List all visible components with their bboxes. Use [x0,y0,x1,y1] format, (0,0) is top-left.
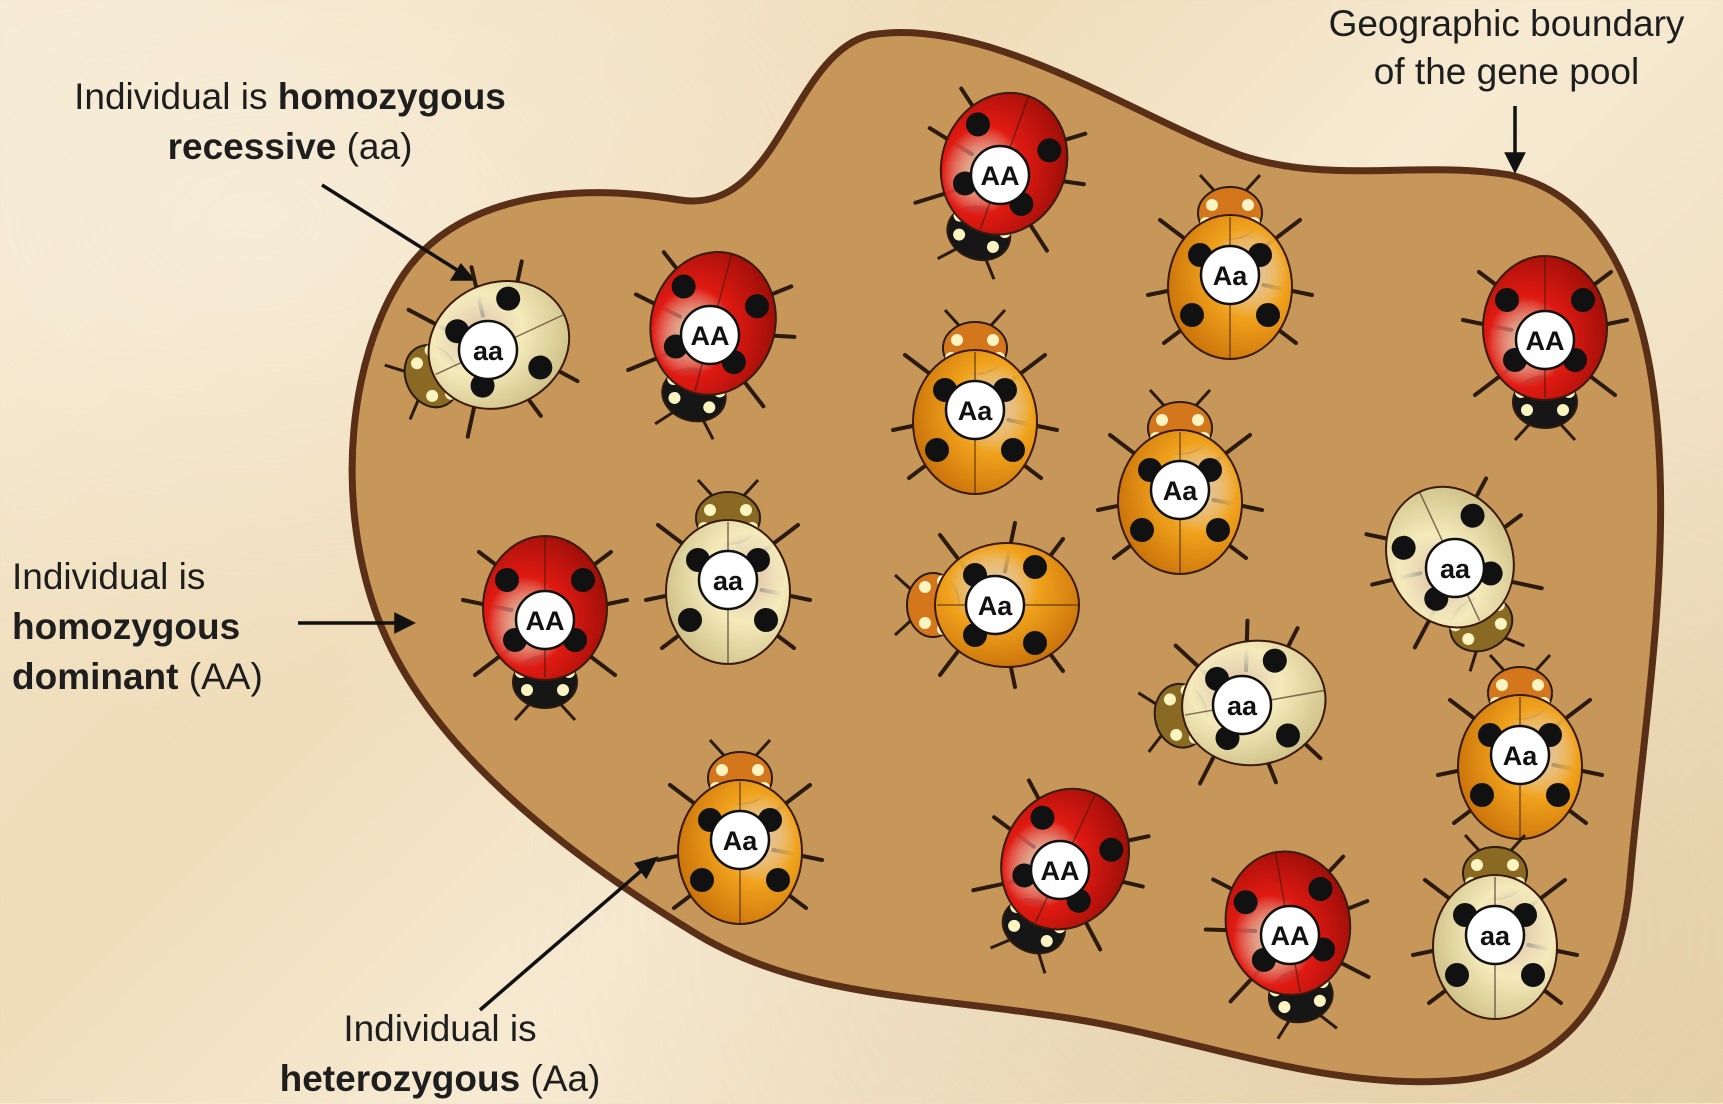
label-dominant-suffix: (AA) [178,656,262,697]
label-boundary-line1: Geographic boundary [1329,3,1685,44]
shell-spot [1521,963,1545,987]
head-spot [1206,199,1218,211]
head-spot [1521,404,1533,416]
head-spot [752,764,764,776]
head-spot [1557,404,1569,416]
shell-spot [1445,963,1469,987]
label-recessive-prefix: Individual is [74,76,278,117]
genotype-badge: aa [699,551,757,609]
genotype-label: Aa [978,591,1013,621]
head-spot [1507,859,1519,871]
label-homozygous-recessive: Individual is homozygous recessive (aa) [20,72,560,172]
genotype-label: aa [1227,691,1258,721]
genotype-label: AA [1271,921,1310,951]
genotype-badge: aa [1466,906,1524,964]
genotype-label: Aa [1213,261,1248,291]
genotype-badge: aa [1426,539,1484,597]
shell-spot [925,438,949,462]
genotype-label: Aa [1163,476,1198,506]
genotype-badge: AA [516,591,574,649]
label-recessive-bold2: recessive [168,126,337,167]
genotype-badge: Aa [711,811,769,869]
genotype-badge: Aa [946,381,1004,439]
genotype-label: AA [1041,856,1080,886]
shell-spot [1180,303,1204,327]
genotype-label: Aa [958,396,993,426]
genotype-badge: Aa [1151,461,1209,519]
label-hetero-suffix: (Aa) [520,1058,600,1099]
head-spot [1192,414,1204,426]
arrow-heterozygous [480,865,648,1010]
head-spot [987,334,999,346]
head-spot [919,617,931,629]
shell-spot [1470,783,1494,807]
genotype-label: AA [981,161,1020,191]
genotype-label: AA [1526,326,1565,356]
label-boundary-line2: of the gene pool [1374,51,1639,92]
shell-spot [1023,631,1047,655]
head-spot [951,334,963,346]
genotype-badge: Aa [966,576,1024,634]
genotype-label: aa [1480,921,1511,951]
label-dominant-line1: Individual is [12,556,205,597]
genotype-label: AA [691,321,730,351]
genotype-badge: AA [1031,841,1089,899]
label-dominant-bold1: homozygous [12,606,240,647]
shell-spot [1571,288,1595,312]
head-spot [1532,679,1544,691]
label-hetero-line1: Individual is [343,1008,536,1049]
head-spot [704,504,716,516]
shell-spot [766,868,790,892]
shell-spot [678,608,702,632]
shell-spot [495,568,519,592]
label-geographic-boundary: Geographic boundary of the gene pool [1290,0,1723,96]
shell-spot [1130,518,1154,542]
genotype-badge: aa [459,321,517,379]
head-spot [1156,414,1168,426]
head-spot [740,504,752,516]
label-recessive-bold1: homozygous [278,76,506,117]
head-spot [1242,199,1254,211]
shell-spot [571,568,595,592]
label-homozygous-dominant: Individual is homozygous dominant (AA) [12,552,312,702]
genotype-label: Aa [1503,741,1538,771]
genotype-badge: Aa [1201,246,1259,304]
genotype-badge: AA [971,146,1029,204]
label-dominant-bold2: dominant [12,656,178,697]
genotype-badge: AA [1516,311,1574,369]
genotype-badge: Aa [1491,726,1549,784]
head-spot [716,764,728,776]
genotype-label: AA [526,606,565,636]
genotype-badge: aa [1213,676,1271,734]
label-heterozygous: Individual is heterozygous (Aa) [230,1004,650,1104]
head-spot [1496,679,1508,691]
shell-spot [1023,555,1047,579]
shell-spot [1495,288,1519,312]
label-hetero-bold1: heterozygous [280,1058,521,1099]
genotype-label: aa [713,566,744,596]
genotype-label: aa [1440,554,1471,584]
genotype-label: aa [473,336,504,366]
genotype-badge: AA [1261,906,1319,964]
arrow-boundary-head [1507,154,1523,170]
head-spot [557,684,569,696]
shell-spot [1546,783,1570,807]
head-spot [1471,859,1483,871]
shell-spot [754,608,778,632]
shell-spot [1206,518,1230,542]
genotype-badge: AA [681,306,739,364]
label-recessive-suffix: (aa) [336,126,412,167]
head-spot [919,581,931,593]
shell-spot [1256,303,1280,327]
shell-spot [1001,438,1025,462]
shell-spot [690,868,714,892]
head-spot [521,684,533,696]
genotype-label: Aa [723,826,758,856]
